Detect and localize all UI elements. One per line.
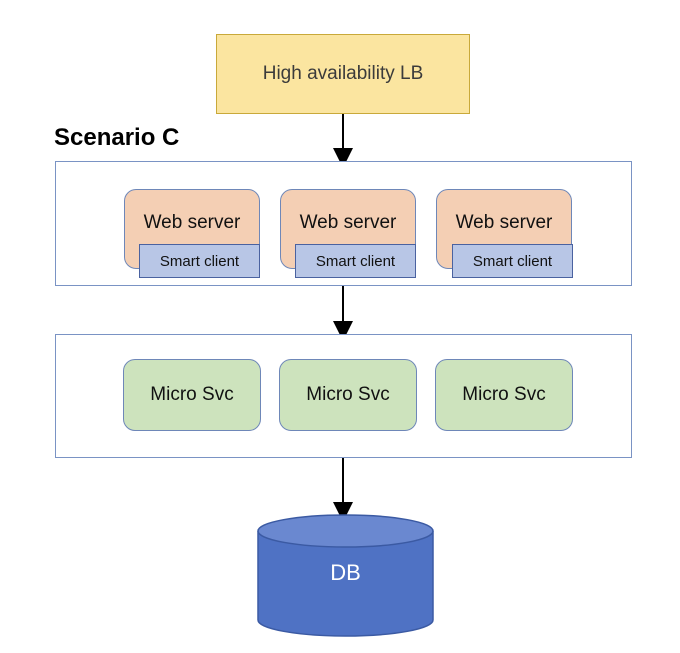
load-balancer-box: High availability LB [216, 34, 470, 114]
database-cylinder [257, 514, 434, 637]
smart-client-box: Smart client [295, 244, 416, 278]
web-server-label: Web server [299, 212, 397, 233]
micro-service-node: Micro Svc [435, 359, 573, 431]
web-server-label: Web server [455, 212, 553, 233]
scenario-title: Scenario C [54, 124, 180, 151]
web-server-label: Web server [143, 212, 241, 233]
smart-client-box: Smart client [452, 244, 573, 278]
micro-service-node: Micro Svc [279, 359, 417, 431]
database-label: DB [330, 560, 361, 585]
micro-service-node: Micro Svc [123, 359, 261, 431]
smart-client-box: Smart client [139, 244, 260, 278]
